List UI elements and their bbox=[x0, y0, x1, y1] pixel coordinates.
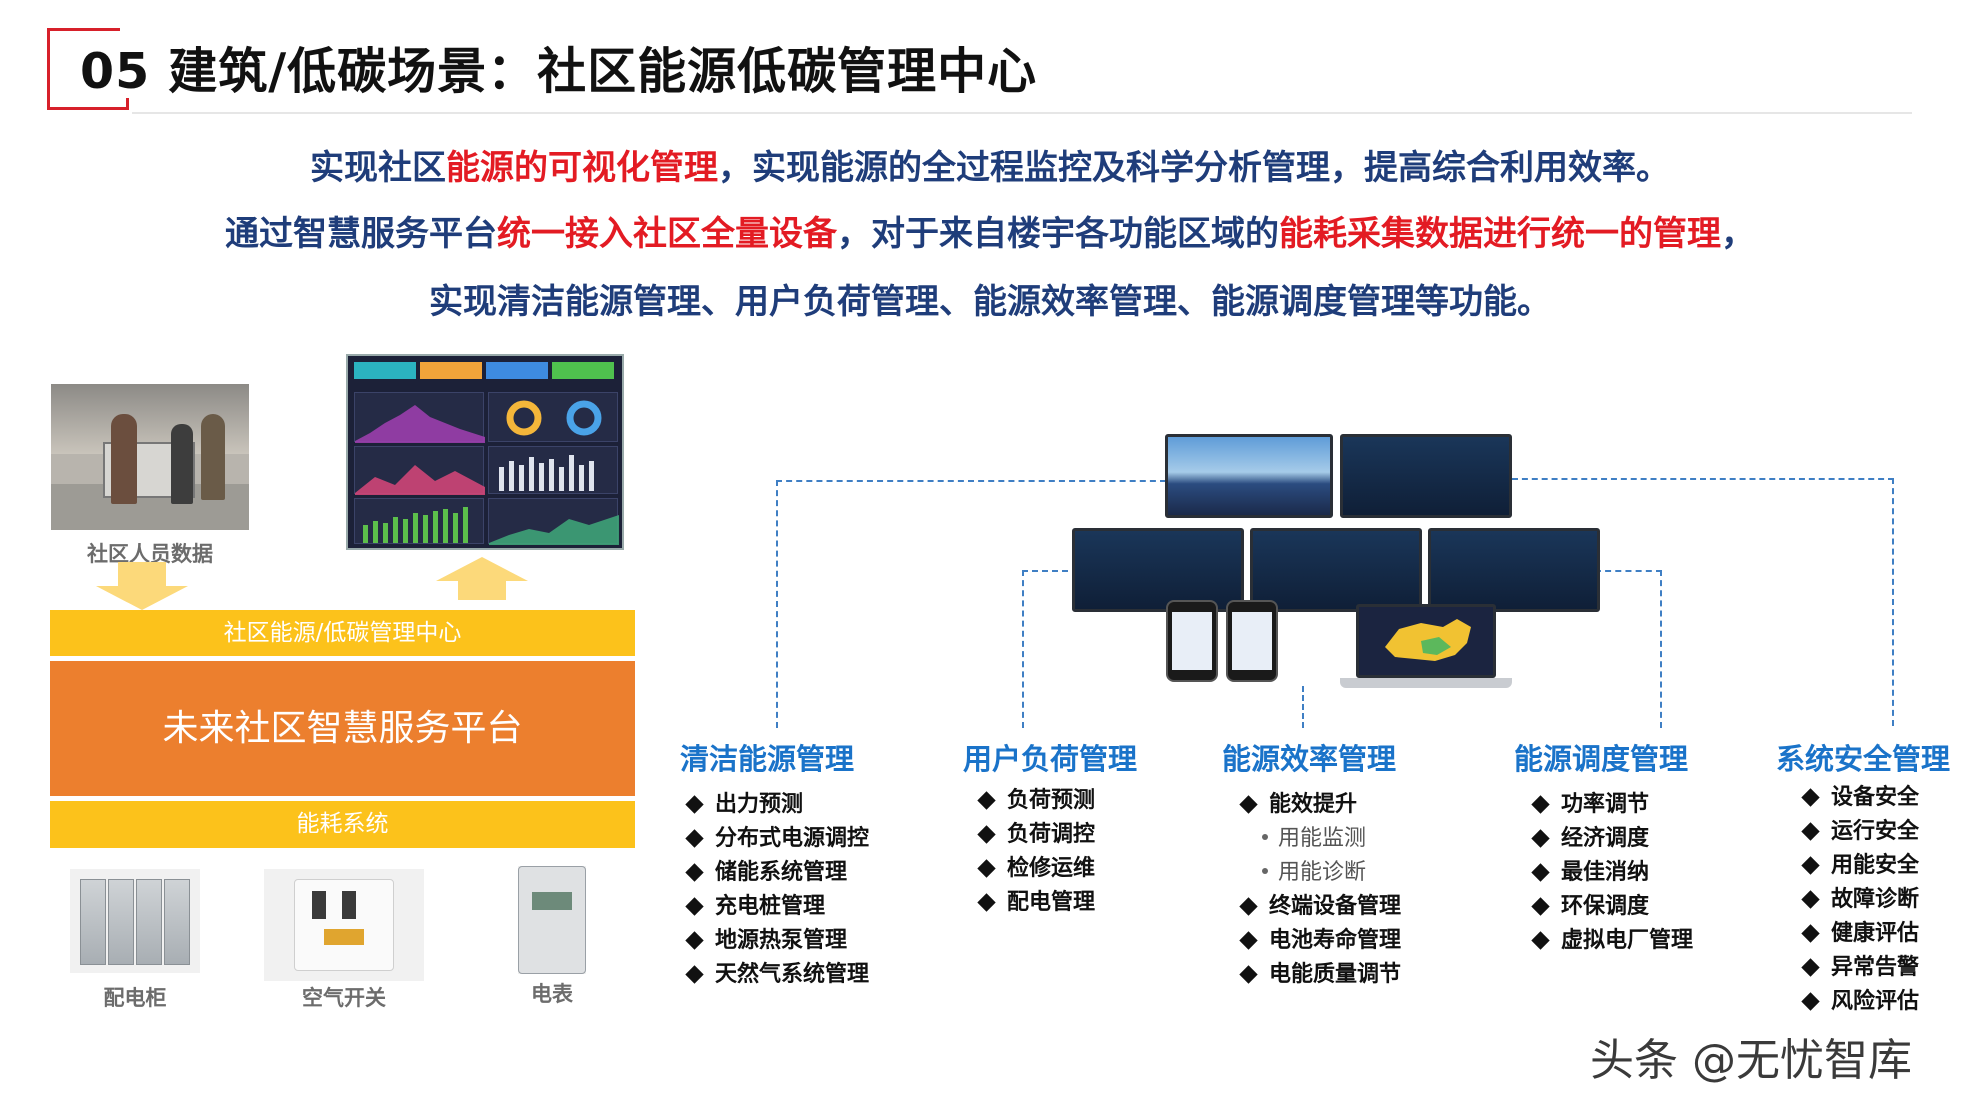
connector-top-left bbox=[776, 480, 1166, 482]
list-item: 地源热泵管理 bbox=[684, 924, 869, 958]
green-bars-icon bbox=[363, 507, 468, 543]
monitor-solar bbox=[1165, 434, 1333, 518]
phone-right bbox=[1226, 600, 1278, 682]
connector-top-right bbox=[1512, 478, 1894, 480]
up-arrow-icon bbox=[436, 557, 528, 581]
list-item: 故障诊断 bbox=[1800, 883, 1919, 917]
list-item: 能效提升 bbox=[1238, 788, 1401, 822]
distribution-cabinet-image bbox=[70, 869, 200, 973]
module-list-clean-energy: 出力预测 分布式电源调控 储能系统管理 充电桩管理 地源热泵管理 天然气系统管理 bbox=[684, 788, 869, 992]
module-list-security: 设备安全 运行安全 用能安全 故障诊断 健康评估 异常告警 风险评估 bbox=[1800, 781, 1919, 1019]
intro-line-2: 通过智慧服务平台统一接入社区全量设备，对于来自楼宇各功能区域的能耗采集数据进行统… bbox=[225, 214, 1755, 254]
list-subitem: 用能诊断 bbox=[1238, 856, 1401, 890]
laptop-map-screen bbox=[1356, 604, 1496, 678]
list-item: 运行安全 bbox=[1800, 815, 1919, 849]
connector-dispatch-h bbox=[1544, 570, 1662, 572]
monitor-dashboard-center bbox=[1250, 528, 1422, 612]
page-title: 05 建筑/低碳场景：社区能源低碳管理中心 bbox=[80, 43, 1038, 100]
device-label-cabinet: 配电柜 bbox=[103, 986, 167, 1010]
down-arrow-icon bbox=[96, 586, 188, 610]
module-list-user-load: 负荷预测 负荷调控 检修运维 配电管理 bbox=[976, 784, 1095, 920]
module-title-dispatch: 能源调度管理 bbox=[1514, 742, 1689, 776]
center-band: 社区能源/低碳管理中心 bbox=[50, 610, 635, 656]
list-item: 负荷预测 bbox=[976, 784, 1095, 818]
list-item: 虚拟电厂管理 bbox=[1530, 924, 1693, 958]
module-list-dispatch: 功率调节 经济调度 最佳消纳 环保调度 虚拟电厂管理 bbox=[1530, 788, 1693, 958]
list-item: 终端设备管理 bbox=[1238, 890, 1401, 924]
monitor-dashboard-top bbox=[1340, 434, 1512, 518]
connector-dispatch bbox=[1660, 570, 1662, 728]
list-item: 设备安全 bbox=[1800, 781, 1919, 815]
phone-left bbox=[1166, 600, 1218, 682]
laptop-base bbox=[1340, 678, 1512, 688]
connector-clean-energy bbox=[776, 480, 778, 728]
list-item: 用能安全 bbox=[1800, 849, 1919, 883]
watermark: 头条 @无忧智库 bbox=[1590, 1035, 1912, 1086]
bar-chart-icon bbox=[499, 455, 594, 491]
list-subitem: 用能监测 bbox=[1238, 822, 1401, 856]
connector-security bbox=[1892, 478, 1894, 726]
list-item: 检修运维 bbox=[976, 852, 1095, 886]
electric-meter-image bbox=[518, 866, 586, 974]
list-item: 天然气系统管理 bbox=[684, 958, 869, 992]
list-item: 储能系统管理 bbox=[684, 856, 869, 890]
title-frame-gap bbox=[120, 28, 132, 98]
list-item: 充电桩管理 bbox=[684, 890, 869, 924]
china-map-icon bbox=[1385, 619, 1471, 661]
list-item: 最佳消纳 bbox=[1530, 856, 1693, 890]
list-item: 经济调度 bbox=[1530, 822, 1693, 856]
module-title-user-load: 用户负荷管理 bbox=[963, 742, 1138, 776]
intro-line-3: 实现清洁能源管理、用户负荷管理、能源效率管理、能源调度管理等功能。 bbox=[429, 282, 1551, 322]
intro-line-1: 实现社区能源的可视化管理，实现能源的全过程监控及科学分析管理，提高综合利用效率。 bbox=[310, 148, 1670, 188]
module-title-security: 系统安全管理 bbox=[1776, 742, 1951, 776]
down-arrow-stem bbox=[118, 562, 166, 588]
module-title-clean-energy: 清洁能源管理 bbox=[680, 742, 855, 776]
air-switch-image bbox=[264, 869, 424, 981]
energy-system-band: 能耗系统 bbox=[50, 801, 635, 848]
dashboard-thumbnail bbox=[346, 354, 624, 550]
connector-load bbox=[1022, 570, 1024, 728]
connector-load-h bbox=[1022, 570, 1078, 572]
list-item: 环保调度 bbox=[1530, 890, 1693, 924]
up-arrow-stem bbox=[458, 580, 506, 600]
title-divider bbox=[132, 112, 1912, 114]
list-item: 电池寿命管理 bbox=[1238, 924, 1401, 958]
list-item: 功率调节 bbox=[1530, 788, 1693, 822]
list-item: 分布式电源调控 bbox=[684, 822, 869, 856]
monitor-dashboard-right bbox=[1428, 528, 1600, 612]
list-item: 配电管理 bbox=[976, 886, 1095, 920]
list-item: 负荷调控 bbox=[976, 818, 1095, 852]
platform-block: 未来社区智慧服务平台 bbox=[50, 661, 635, 796]
list-item: 出力预测 bbox=[684, 788, 869, 822]
list-item: 电能质量调节 bbox=[1238, 958, 1401, 992]
donut-chart-icon bbox=[506, 400, 602, 436]
list-item: 健康评估 bbox=[1800, 917, 1919, 951]
community-people-photo bbox=[51, 384, 249, 530]
monitor-dashboard-left bbox=[1072, 528, 1244, 612]
green-area-icon bbox=[489, 515, 619, 545]
wave-chart-icon bbox=[355, 465, 485, 495]
list-item: 异常告警 bbox=[1800, 951, 1919, 985]
area-chart-icon bbox=[355, 405, 485, 443]
list-item: 风险评估 bbox=[1800, 985, 1919, 1019]
module-title-efficiency: 能源效率管理 bbox=[1222, 742, 1397, 776]
device-label-meter: 电表 bbox=[531, 982, 573, 1006]
device-label-switch: 空气开关 bbox=[302, 986, 386, 1010]
connector-efficiency bbox=[1302, 686, 1304, 728]
module-list-efficiency: 能效提升 用能监测 用能诊断 终端设备管理 电池寿命管理 电能质量调节 bbox=[1238, 788, 1401, 992]
